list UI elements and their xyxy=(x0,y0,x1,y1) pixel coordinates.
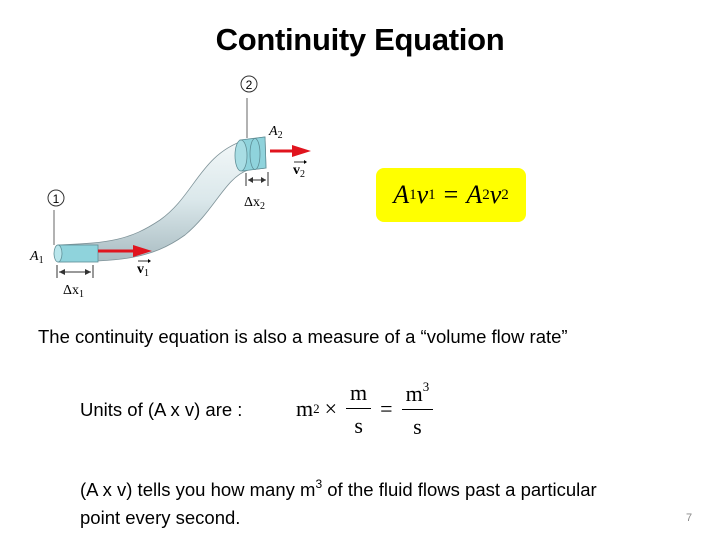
page-number: 7 xyxy=(686,512,693,524)
units-label: Units of (A x v) are : xyxy=(80,399,243,420)
svg-text:Δx1: Δx1 xyxy=(63,283,84,300)
svg-text:Δx2: Δx2 xyxy=(244,195,265,212)
svg-text:1: 1 xyxy=(53,192,60,206)
pipe-flow-diagram: 1 2 A1 A2 v1 v2 Δx1 Δx2 xyxy=(29,75,311,300)
svg-text:A2: A2 xyxy=(268,124,283,141)
slide-title: Continuity Equation xyxy=(215,22,505,57)
svg-text:2: 2 xyxy=(246,78,253,92)
explanation-text: (A x v) tells you how many m3 of the flu… xyxy=(80,477,597,528)
svg-text:v2: v2 xyxy=(293,163,305,180)
flow-rate-statement: The continuity equation is also a measur… xyxy=(38,326,568,347)
svg-text:v1: v1 xyxy=(137,262,149,279)
svg-text:A1: A1 xyxy=(29,249,44,266)
